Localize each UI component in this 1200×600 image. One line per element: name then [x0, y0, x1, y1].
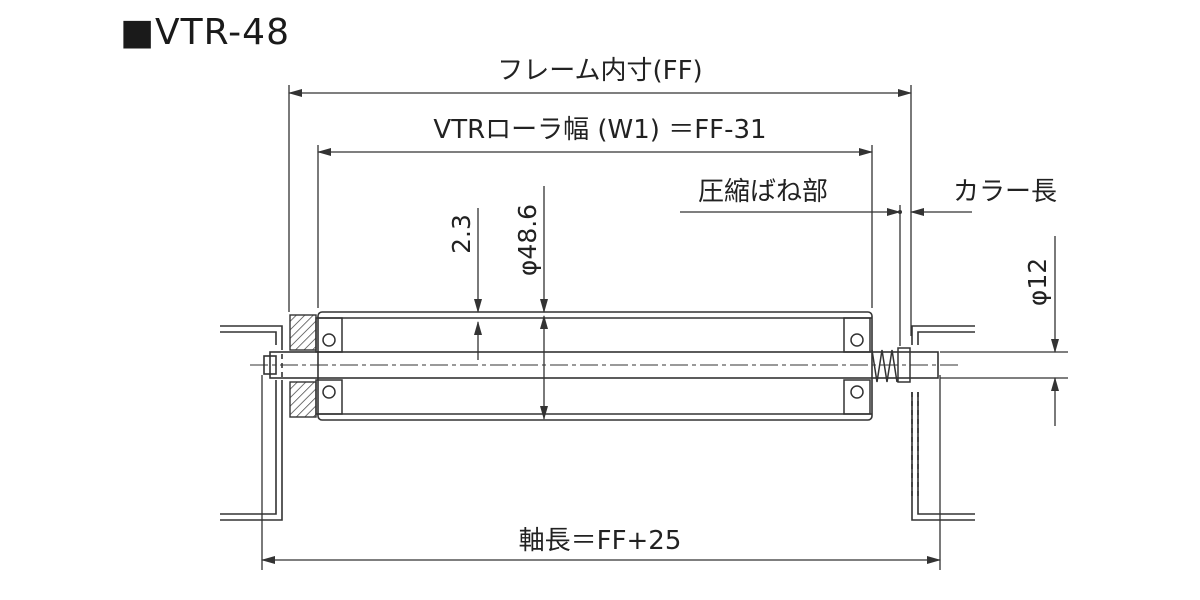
shaft-diameter-label: φ12	[1023, 258, 1052, 306]
shaft-length-label: 軸長＝FF+25	[519, 526, 682, 556]
shaft-length-dimension: 軸長＝FF+25	[261, 375, 941, 570]
right-frame	[911, 325, 975, 521]
wall-thickness-label: 2.3	[447, 214, 476, 254]
shaft	[250, 351, 960, 379]
roller-diameter-label: φ48.6	[513, 204, 542, 276]
left-end-cap	[289, 314, 317, 418]
drawing-title: ■VTR-48	[120, 12, 290, 53]
shaft-diameter-dimension: φ12	[940, 236, 1068, 426]
left-bearing	[315, 317, 343, 415]
roller-width-label: VTRローラ幅 (W1) ＝FF-31	[433, 115, 766, 145]
compression-spring	[871, 347, 911, 383]
wall-thickness-dimension: 2.3	[447, 208, 482, 360]
left-frame	[220, 325, 283, 521]
spring-collar-dimension: 圧縮ばね部 カラー長	[680, 177, 1057, 346]
compression-spring-label: 圧縮ばね部	[698, 177, 828, 207]
roller-tube	[317, 311, 873, 421]
roller-diameter-dimension: φ48.6	[513, 186, 548, 420]
frame-inner-label: フレーム内寸(FF)	[497, 56, 702, 86]
collar-length-label: カラー長	[953, 177, 1057, 207]
roller-width-dimension: VTRローラ幅 (W1) ＝FF-31	[317, 115, 873, 308]
right-bearing	[843, 317, 871, 415]
